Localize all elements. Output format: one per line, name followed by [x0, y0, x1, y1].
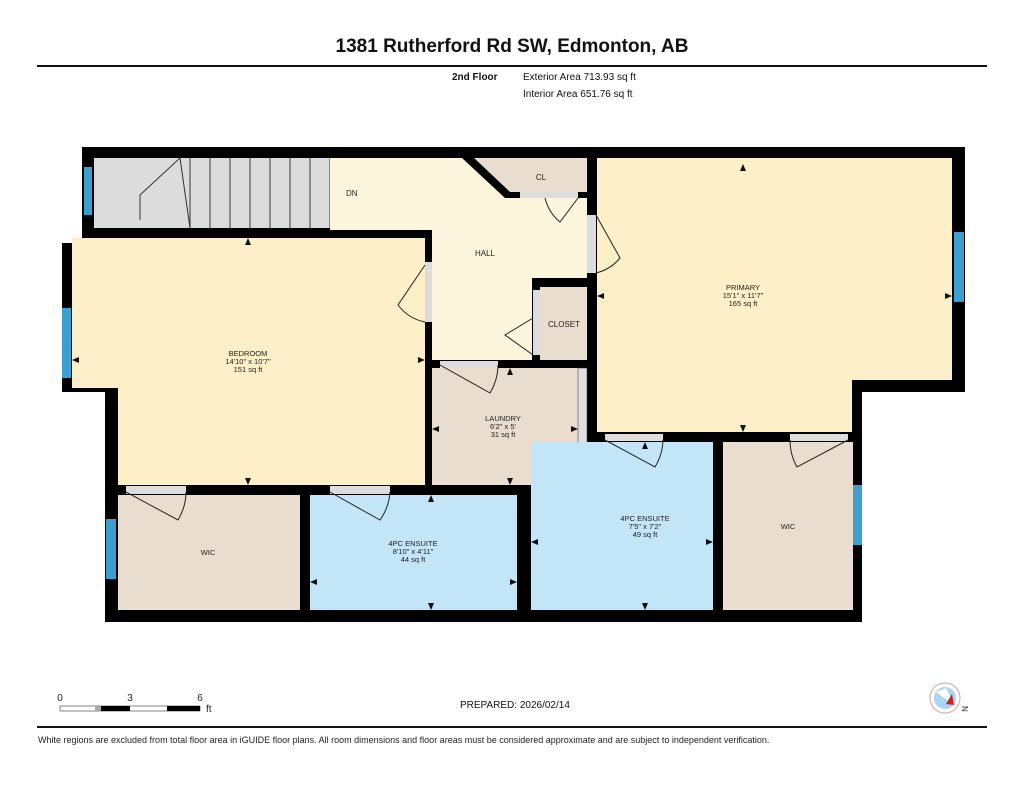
ensuite-1-dims: 8'10" x 4'11"	[393, 547, 434, 556]
compass-north: N	[960, 706, 969, 712]
disclaimer: White regions are excluded from total fl…	[38, 735, 770, 745]
wic-right-room	[723, 442, 853, 610]
ensuite-1-room	[310, 495, 517, 610]
ensuite-2-room	[531, 442, 713, 610]
stairs-label: DN	[346, 189, 358, 198]
compass-icon: N	[929, 682, 969, 714]
title-divider	[37, 65, 987, 67]
bedroom-area: 151 sq ft	[234, 365, 264, 374]
scale-unit: ft	[206, 704, 212, 715]
primary-room	[597, 158, 952, 432]
scale-tick-0: 0	[57, 693, 63, 704]
hall-label: HALL	[475, 249, 496, 258]
page-title: 1381 Rutherford Rd SW, Edmonton, AB	[335, 36, 689, 57]
scale-tick-6: 6	[197, 693, 203, 704]
wic-right-label: WIC	[781, 522, 796, 531]
ensuite-2-label: 4PC ENSUITE	[620, 514, 669, 523]
primary-label: PRIMARY	[726, 283, 760, 292]
bedroom-label: BEDROOM	[229, 349, 268, 358]
footer-divider	[37, 726, 987, 728]
interior-area: Interior Area 651.76 sq ft	[523, 89, 633, 100]
door-swings	[125, 192, 849, 521]
closet-room	[540, 287, 587, 360]
ensuite-1-label: 4PC ENSUITE	[388, 539, 437, 548]
wic-left-room	[118, 495, 300, 610]
primary-dims: 15'1" x 11'7"	[723, 291, 764, 300]
scale-tick-3: 3	[127, 693, 133, 704]
stairs-area	[94, 158, 330, 228]
bedroom-dims: 14'10" x 10'7"	[225, 357, 271, 366]
hall-room	[330, 158, 587, 360]
dimension-arrows	[72, 164, 952, 610]
ensuite-2-area: 49 sq ft	[633, 530, 659, 539]
closet-label: CLOSET	[548, 320, 580, 329]
wic-left-label: WIC	[201, 548, 216, 557]
primary-area: 165 sq ft	[729, 299, 759, 308]
cl-room	[474, 158, 587, 192]
exterior-area: Exterior Area 713.93 sq ft	[523, 72, 636, 83]
laundry-dims: 6'2" x 5'	[490, 422, 517, 431]
laundry-area: 31 sq ft	[491, 430, 517, 439]
cl-label: CL	[536, 173, 547, 182]
windows	[62, 167, 964, 579]
floor-label: 2nd Floor	[452, 72, 498, 83]
bedroom-room	[72, 238, 425, 485]
ensuite-1-area: 44 sq ft	[401, 555, 427, 564]
prepared-date: PREPARED: 2026/02/14	[460, 700, 570, 711]
ensuite-2-dims: 7'5" x 7'2"	[629, 522, 662, 531]
laundry-label: LAUNDRY	[485, 414, 521, 423]
scale-bar: 0 3 6 ft	[57, 693, 212, 715]
